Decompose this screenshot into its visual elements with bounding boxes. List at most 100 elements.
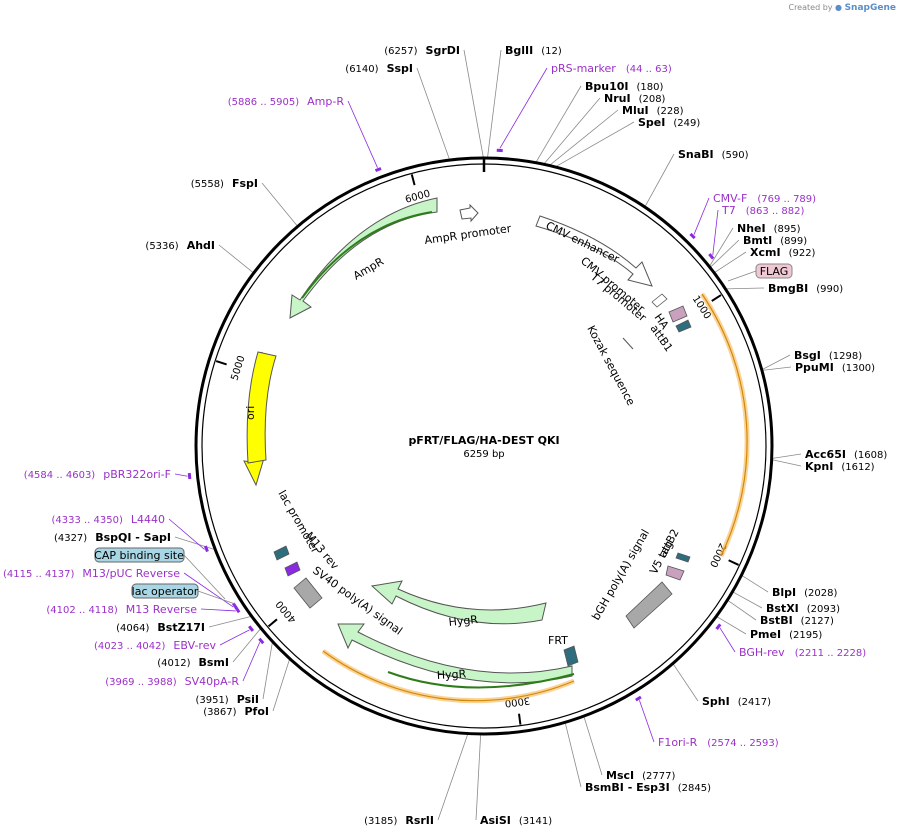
enzyme-leader-5 — [549, 109, 619, 166]
enzyme-name: FspI — [232, 177, 258, 190]
enzyme-name: SgrDI — [426, 44, 460, 57]
m13-rev-arrow — [273, 545, 290, 561]
enzyme-position: (228) — [657, 106, 684, 117]
primer-position: (4115 .. 4137) — [3, 569, 75, 580]
enzyme-position: (2093) — [807, 604, 840, 615]
primer-name: L4440 — [131, 513, 165, 526]
plasmid-size: 6259 bp — [463, 449, 504, 460]
primer-site: T7(863 .. 882) — [721, 204, 805, 217]
primer-site: BGH-rev(2211 .. 2228) — [739, 646, 866, 659]
primer-mark — [187, 472, 192, 480]
flag-label: FLAG — [760, 265, 789, 278]
primer-leader-10 — [168, 518, 205, 550]
enzyme-leader-16 — [741, 574, 769, 593]
ha-tag-box — [668, 305, 688, 323]
primer-site: (5886 .. 5905)Amp-R — [228, 95, 345, 108]
enzyme-site: (4064)BstZ17I — [116, 621, 205, 634]
primer-mark — [258, 637, 265, 645]
enzyme-leader-19 — [716, 615, 747, 635]
primer-position: (2211 .. 2228) — [795, 648, 867, 659]
enzyme-name: BspQI - SapI — [95, 531, 171, 544]
enzyme-position: (5336) — [145, 241, 178, 252]
enzyme-site: NheI(895) — [737, 222, 801, 235]
cap-binding-site-label: CAP binding site — [94, 549, 184, 562]
enzyme-leader-29 — [174, 536, 216, 551]
enzyme-name: PpuMI — [795, 361, 834, 374]
enzyme-name: NruI — [604, 92, 631, 105]
primer-leader-8 — [200, 608, 236, 612]
enzyme-leader-14 — [771, 453, 802, 459]
enzyme-position: (2845) — [678, 783, 711, 794]
enzyme-position: (2417) — [738, 697, 771, 708]
enzyme-leader-17 — [732, 591, 763, 609]
tick-mark-3000 — [518, 713, 522, 725]
primer-mark — [635, 695, 642, 702]
enzyme-site: BglII(12) — [505, 44, 562, 57]
enzyme-leader-0 — [463, 49, 484, 159]
primer-position: (769 .. 789) — [757, 194, 816, 205]
enzyme-site: Bpu10I(180) — [585, 80, 663, 93]
ampr-promoter-arrow — [459, 203, 479, 223]
primer-marks — [187, 148, 722, 702]
primer-leader-3 — [712, 209, 719, 256]
primer-site: CMV-F(769 .. 789) — [713, 192, 816, 205]
enzyme-leader-11 — [725, 287, 765, 290]
enzyme-name: BmtI — [743, 234, 772, 247]
sv40-polya-box — [293, 577, 323, 609]
enzyme-leader-7 — [644, 153, 675, 208]
enzyme-name: BlpI — [772, 586, 796, 599]
primer-mark — [715, 623, 722, 630]
enzyme-position: (899) — [780, 236, 807, 247]
enzyme-name: PsiI — [237, 693, 259, 706]
enzyme-leader-15 — [771, 459, 802, 467]
ampr-promoter-label: AmpR promoter — [424, 222, 513, 247]
enzyme-site: (5558)FspI — [191, 177, 258, 190]
primer-leader-2 — [693, 197, 710, 235]
credit-text: Created by — [788, 3, 833, 12]
enzyme-site: BsmBI - Esp3I (2845) — [585, 781, 711, 794]
enzyme-name: RsrII — [405, 814, 434, 827]
lac-operator-label: lac operator — [132, 585, 199, 598]
hygr-highlight-bottom-line — [322, 650, 575, 702]
enzyme-site: (6140)SspI — [345, 62, 413, 75]
primer-labels: pRS-marker(44 .. 63)(5886 .. 5905)Amp-RC… — [3, 62, 866, 749]
bgh-polya-box — [625, 581, 673, 629]
snapgene-credit: Created by ● SnapGene — [788, 3, 896, 13]
ampr-orf-line — [301, 211, 433, 299]
enzyme-name: SphI — [702, 695, 730, 708]
enzyme-position: (3185) — [364, 816, 397, 827]
tick-mark-2000 — [728, 559, 740, 566]
enzyme-site: BlpI(2028) — [772, 586, 837, 599]
enzyme-position: (922) — [789, 248, 816, 259]
kozak-sequence-label: Kozak sequence — [584, 323, 637, 408]
enzyme-leader-20 — [672, 663, 699, 702]
cmv-enhancer-arrow — [535, 215, 653, 287]
hygr-outer-arrow — [337, 623, 573, 684]
primer-mark — [232, 602, 238, 610]
enzyme-site: BmtI (899) — [743, 234, 807, 247]
enzyme-name: XcmI — [750, 246, 781, 259]
primer-name: F1ori-R — [658, 736, 698, 749]
ampr-label: AmpR — [351, 255, 386, 283]
attb2-arrow — [675, 552, 691, 563]
flag-leader — [727, 270, 757, 282]
enzyme-leader-21 — [583, 716, 603, 776]
hygr-inner-arrow — [370, 580, 547, 625]
enzyme-name: AsiSI — [480, 814, 511, 827]
primer-mark — [708, 253, 715, 260]
enzyme-position: (6140) — [345, 64, 378, 75]
enzyme-leader-31 — [261, 182, 298, 227]
primer-leader-9 — [183, 572, 234, 608]
enzyme-position: (2777) — [642, 771, 675, 782]
enzyme-position: (249) — [673, 118, 700, 129]
primer-leader-0 — [499, 67, 548, 149]
primer-position: (4584 .. 4603) — [24, 470, 96, 481]
enzyme-site: (4012)BsmI — [157, 656, 229, 669]
hygr-inner-label: HygR — [448, 613, 479, 629]
primer-leader-4 — [719, 627, 736, 653]
enzyme-name: BsmBI - Esp3I — [585, 781, 670, 794]
cap-leader — [183, 554, 226, 600]
enzyme-position: (180) — [637, 82, 664, 93]
enzyme-name: BstXI — [766, 602, 799, 615]
